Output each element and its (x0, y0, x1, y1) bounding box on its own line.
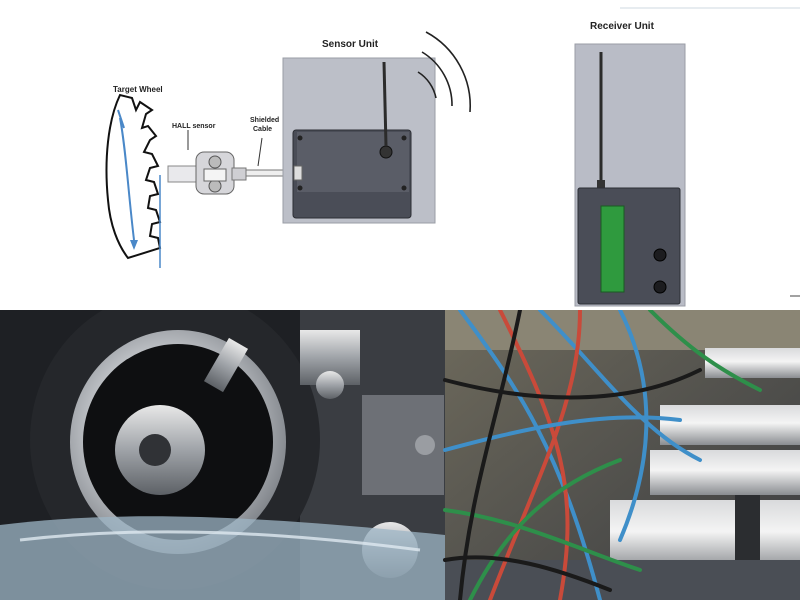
receiver-display (600, 205, 625, 293)
receiver-knob-top (653, 248, 667, 262)
rotation-arrow-icon (119, 117, 135, 241)
label-receiver-unit: Receiver Unit (590, 21, 655, 32)
cable-pointer (257, 137, 263, 167)
hall-sensor (167, 151, 247, 195)
target-wheel (105, 93, 162, 268)
photo-strip (0, 310, 800, 600)
label-hall-sensor: HALL sensor (172, 123, 216, 130)
photo-grinding-wheel (0, 310, 445, 600)
arrowhead-icon (130, 240, 138, 250)
label-shielded-line2: Cable (253, 126, 272, 133)
label-shielded-line1: Shielded (250, 117, 279, 124)
receiver-knob-bottom (653, 280, 667, 294)
antenna-connector (379, 145, 393, 159)
label-target-wheel: Target Wheel (113, 85, 163, 94)
system-diagram: Target Wheel HALL sensor Shielded Cable … (105, 7, 800, 307)
signal-waves-icon (417, 31, 472, 113)
photo-spindles-cables (443, 310, 800, 600)
label-sensor-unit: Sensor Unit (322, 39, 379, 50)
sensor-antenna (382, 61, 388, 147)
rotation-arrow-top-icon (117, 109, 125, 129)
